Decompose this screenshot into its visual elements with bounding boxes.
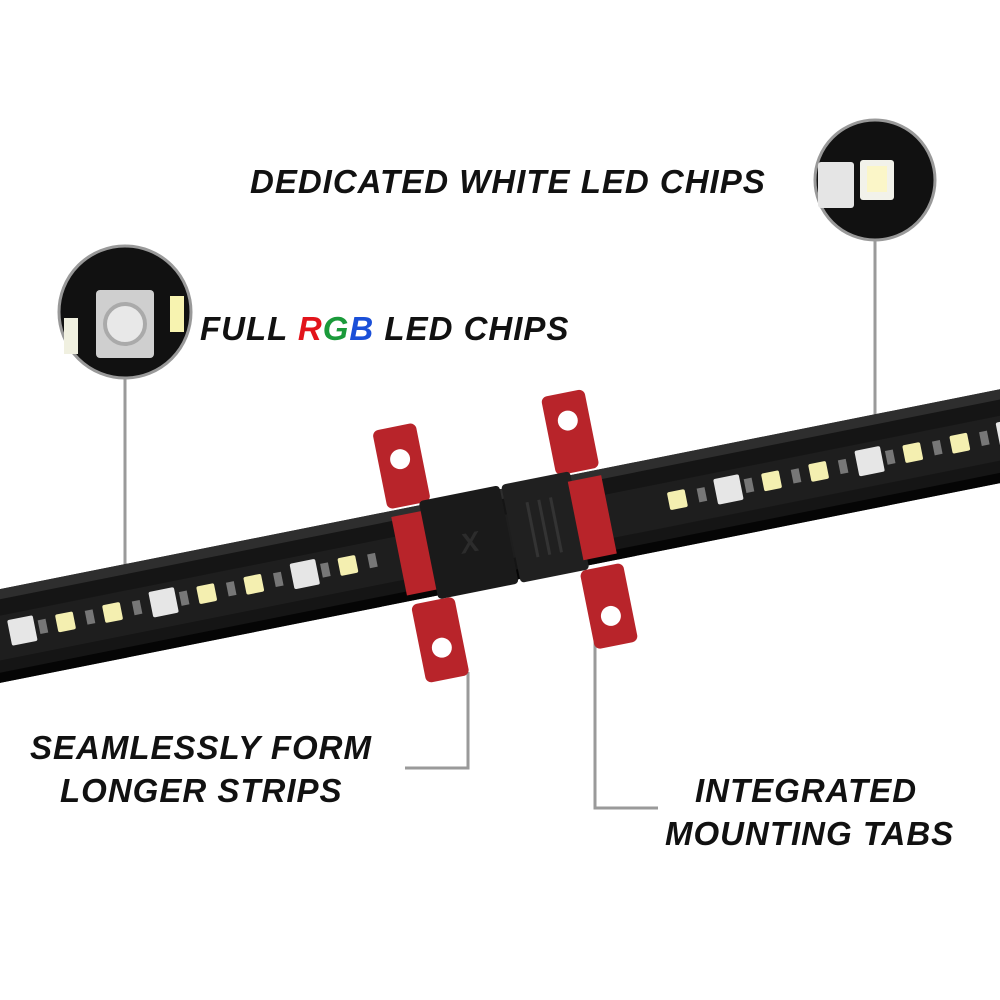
white-led-chip <box>196 583 217 604</box>
white-led-chip <box>55 611 76 633</box>
resistor <box>178 590 190 606</box>
resistor <box>367 552 378 569</box>
mount-hole <box>600 605 621 626</box>
white-led-chip <box>949 432 971 454</box>
resistor <box>743 477 755 493</box>
rgb-led-chip <box>713 474 744 505</box>
letter-b: B <box>349 310 375 347</box>
white-led-chip <box>102 602 123 623</box>
caption-suffix: LED CHIPS <box>374 310 570 347</box>
white-led-chip <box>808 461 829 482</box>
tabs-leader-line <box>593 632 658 810</box>
letter-g: G <box>322 310 350 347</box>
white-chip-magnifier <box>813 118 937 242</box>
led-strip: X <box>0 375 1000 693</box>
white-led-chip <box>667 489 688 510</box>
resistor <box>837 458 849 475</box>
mounting-tab-top-right <box>541 389 599 475</box>
resistor <box>131 599 143 616</box>
white-led-chip <box>337 555 359 576</box>
mount-hole <box>390 449 411 470</box>
resistor <box>696 487 708 503</box>
rgb-led-chip <box>148 587 179 618</box>
mount-hole <box>557 410 578 431</box>
resistor <box>225 581 237 597</box>
rgb-chips-caption: FULL RGB LED CHIPS <box>200 312 569 345</box>
seamless-caption-line2: LONGER STRIPS <box>60 772 343 809</box>
seamless-leader-line <box>405 672 470 770</box>
resistor <box>84 609 96 625</box>
white-led-chip <box>243 574 265 595</box>
letter-r: R <box>297 310 323 347</box>
resistor <box>273 571 284 588</box>
resistor <box>979 430 990 446</box>
leader-lines <box>123 238 877 810</box>
rgb-led-chip <box>7 615 38 646</box>
resistor <box>884 449 896 465</box>
white-led-chip <box>902 442 923 463</box>
resistor <box>931 440 943 456</box>
tabs-caption-line1: INTEGRATED <box>695 772 918 809</box>
mount-hole <box>431 637 452 658</box>
rgb-led-chip <box>854 446 885 477</box>
connector: X <box>373 389 638 683</box>
caption-prefix: FULL <box>200 310 298 347</box>
tabs-caption-line2: MOUNTING TABS <box>665 815 955 852</box>
white-chips-caption: DEDICATED WHITE LED CHIPS <box>250 163 766 200</box>
seamless-caption-line1: SEAMLESSLY FORM <box>30 729 372 766</box>
resistor <box>320 562 331 578</box>
white-led-chip <box>761 470 782 492</box>
resistor <box>37 618 49 635</box>
resistor <box>790 468 802 484</box>
rgb-led-chip <box>289 559 320 590</box>
right-clip <box>567 475 617 561</box>
rgb-chip-magnifier <box>57 244 193 380</box>
